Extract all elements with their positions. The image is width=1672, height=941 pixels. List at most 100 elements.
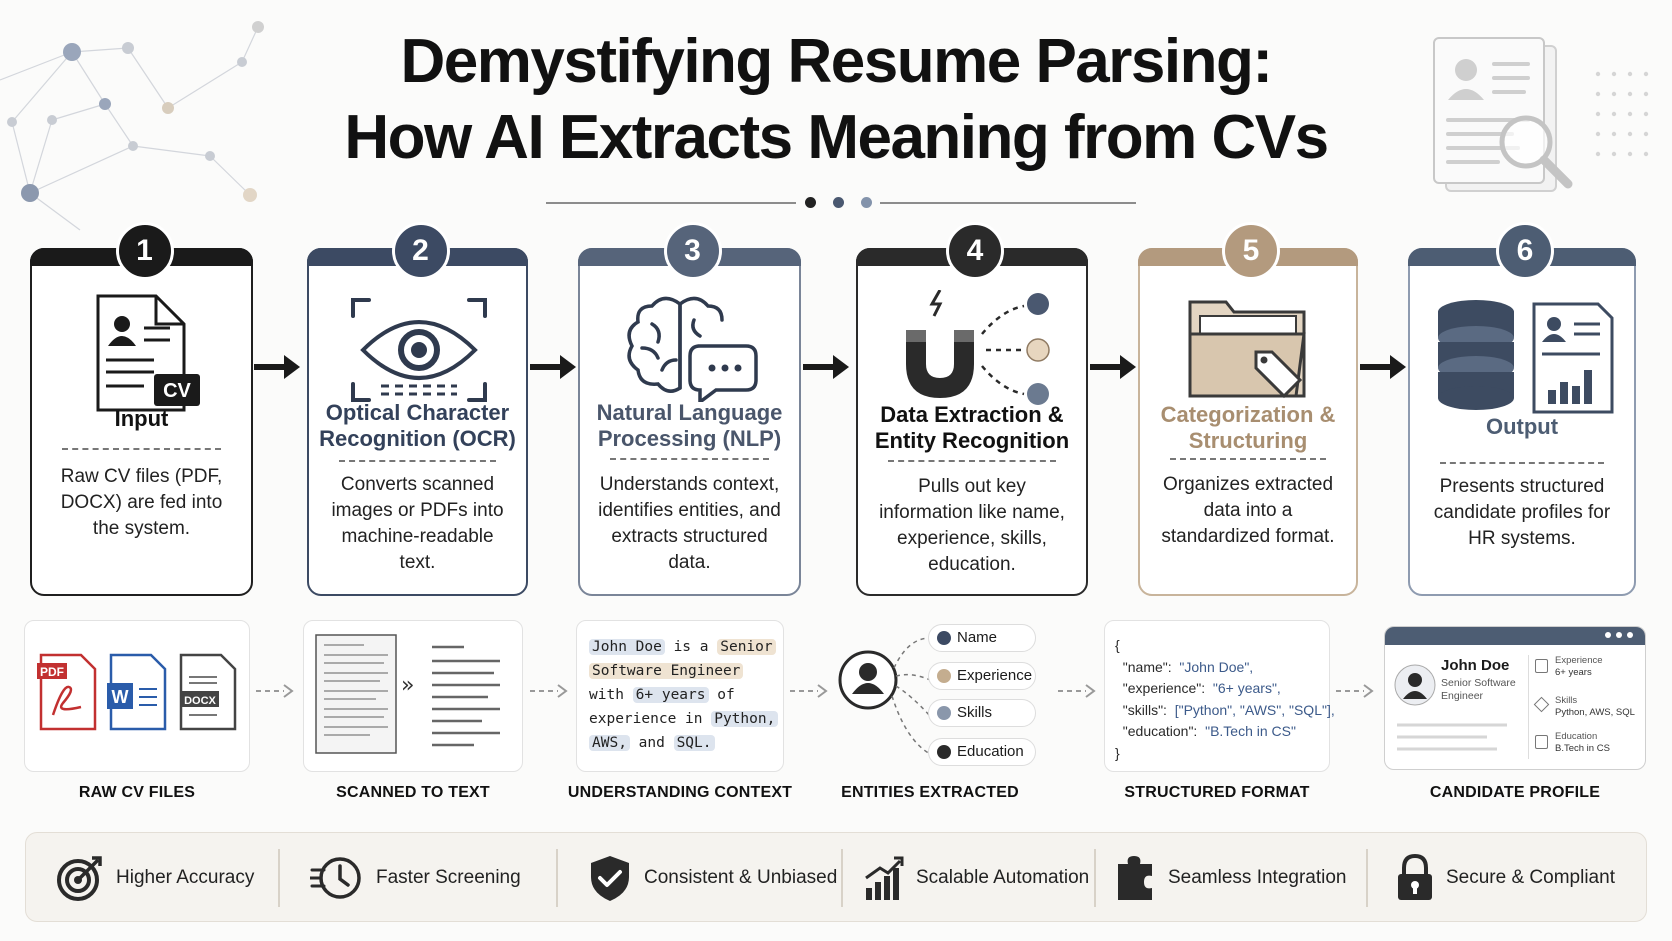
highlighted-token: Senior (717, 639, 776, 655)
json-value: "6+ years", (1212, 680, 1281, 696)
benefit-separator (1366, 849, 1368, 907)
cv-badge-text: CV (163, 380, 191, 402)
growth-chart-icon (865, 856, 904, 900)
step-card-extraction: 4 Data Extraction & Entity Recognition P… (856, 222, 1088, 596)
briefcase-icon (1535, 659, 1548, 673)
step-description: Raw CV files (PDF, DOCX) are fed into th… (60, 466, 223, 539)
dashed-divider (1440, 462, 1604, 464)
candidate-profile-panel: John Doe Senior Software Engineer Experi… (1384, 626, 1646, 770)
json-key: "experience": (1115, 680, 1213, 696)
page-title-line2: How AI Extracts Meaning from CVs (344, 103, 1329, 172)
dashed-arrow-icon (790, 684, 828, 698)
highlighted-token: John Doe (589, 639, 665, 655)
step-title: Natural Language Processing (NLP) (596, 400, 783, 451)
step-description: Understands context, identifies entities… (598, 474, 781, 573)
step-number-badge: 4 (946, 222, 1004, 280)
json-line: { (1115, 635, 1327, 657)
benefit-secure-compliant: Secure & Compliant (1396, 833, 1615, 923)
flow-arrow-icon (803, 355, 849, 379)
json-line: } (1115, 743, 1327, 765)
step-title: Input (114, 406, 169, 431)
context-token: and (629, 735, 674, 751)
benefit-separator (556, 849, 558, 907)
step-description: Presents structured candidate profiles f… (1433, 476, 1611, 549)
json-line: "skills": ["Python", "AWS", "SQL"], (1115, 700, 1335, 722)
entity-connector (838, 637, 931, 755)
shield-check-icon (591, 856, 629, 901)
json-value: { (1115, 637, 1120, 653)
json-value: } (1115, 744, 1120, 761)
svg-text:W: W (112, 687, 129, 707)
panel-label: ENTITIES EXTRACTED (841, 784, 1019, 801)
database-profile-icon (1438, 300, 1614, 414)
education-icon (1535, 735, 1548, 749)
entity-chip-skills: Skills (928, 699, 1036, 727)
brain-chat-icon (627, 296, 758, 402)
dashed-arrow-icon (1336, 684, 1374, 698)
step-title: Data Extraction & Entity Recognition (874, 402, 1070, 453)
profile-divider (1528, 655, 1529, 759)
highlighted-token: 6+ years (632, 687, 709, 703)
profile-placeholder-lines (1397, 723, 1507, 751)
panel-label: UNDERSTANDING CONTEXT (567, 784, 793, 801)
context-line: AWS, and SQL. (589, 731, 779, 755)
panel-label: SCANNED TO TEXT (336, 784, 490, 801)
flow-arrow-icon (254, 355, 300, 379)
clock-speed-icon (310, 857, 361, 899)
context-line: experience in Python, (589, 707, 779, 731)
step-title: Output (1485, 414, 1559, 439)
entity-chip-education: Education (928, 738, 1036, 766)
step-number-badge: 3 (663, 222, 722, 280)
step-title: Categorization & Structuring (1160, 402, 1336, 453)
context-line: with 6+ years of (589, 683, 779, 707)
cv-document-icon: CV (96, 294, 200, 412)
title-divider-right (880, 202, 1136, 204)
flow-arrow-icon (1360, 355, 1406, 379)
json-key: "education": (1115, 723, 1206, 739)
json-key: "skills": (1115, 701, 1175, 718)
word-file-icon: W (107, 653, 167, 731)
target-icon (57, 856, 102, 901)
raw-cv-files-panel: PDF W DOCX (24, 620, 250, 772)
convert-arrow-icon: » (401, 673, 415, 698)
dot-grid-decoration (1595, 71, 1649, 157)
resume-search-icon (1433, 37, 1573, 192)
dashed-divider (888, 460, 1056, 462)
context-line: John Doe is a Senior (589, 635, 779, 659)
magnet-icon (906, 290, 1050, 405)
benefit-separator (841, 849, 843, 907)
step-title: Optical Character Recognition (OCR) (319, 400, 516, 451)
scan-to-text-illustration (315, 634, 500, 754)
dashed-divider (1170, 458, 1326, 460)
context-token: of (708, 687, 735, 703)
profile-name: John Doe (1441, 657, 1510, 674)
profile-field-education: Education B.Tech in CS (1535, 731, 1643, 767)
json-line: "experience": "6+ years", (1115, 678, 1327, 700)
entity-chip-name: Name (928, 624, 1036, 652)
divider-dot (861, 197, 872, 208)
context-token: is a (664, 639, 718, 655)
step-card-nlp: 3 Natural Language Processing (NLP) Unde… (578, 222, 801, 596)
json-key: "name": (1115, 658, 1180, 675)
file-type-icons: PDF W DOCX (37, 653, 237, 731)
entities-extracted-panel: Name Experience Skills Education (836, 612, 1056, 772)
page-title-line1: Demystifying Resume Parsing: (400, 27, 1273, 96)
window-controls (1605, 632, 1633, 638)
benefit-seamless-integration: Seamless Integration (1116, 833, 1347, 923)
dashed-divider (610, 458, 769, 460)
highlighted-token: SQL. (673, 735, 715, 751)
entity-chip-experience: Experience (928, 662, 1036, 690)
skills-icon (1533, 696, 1550, 713)
docx-file-icon: DOCX (179, 653, 237, 731)
dashed-divider (339, 460, 496, 462)
json-value: "B.Tech in CS" (1205, 723, 1296, 739)
profile-field-experience: Experience 6+ years (1535, 655, 1643, 691)
context-token: with (589, 687, 633, 703)
folder-tag-icon (1188, 300, 1306, 399)
benefit-scalable-automation: Scalable Automation (864, 833, 1089, 923)
flow-arrow-icon (530, 355, 576, 379)
panel-label: CANDIDATE PROFILE (1429, 784, 1601, 801)
divider-dot (833, 197, 844, 208)
